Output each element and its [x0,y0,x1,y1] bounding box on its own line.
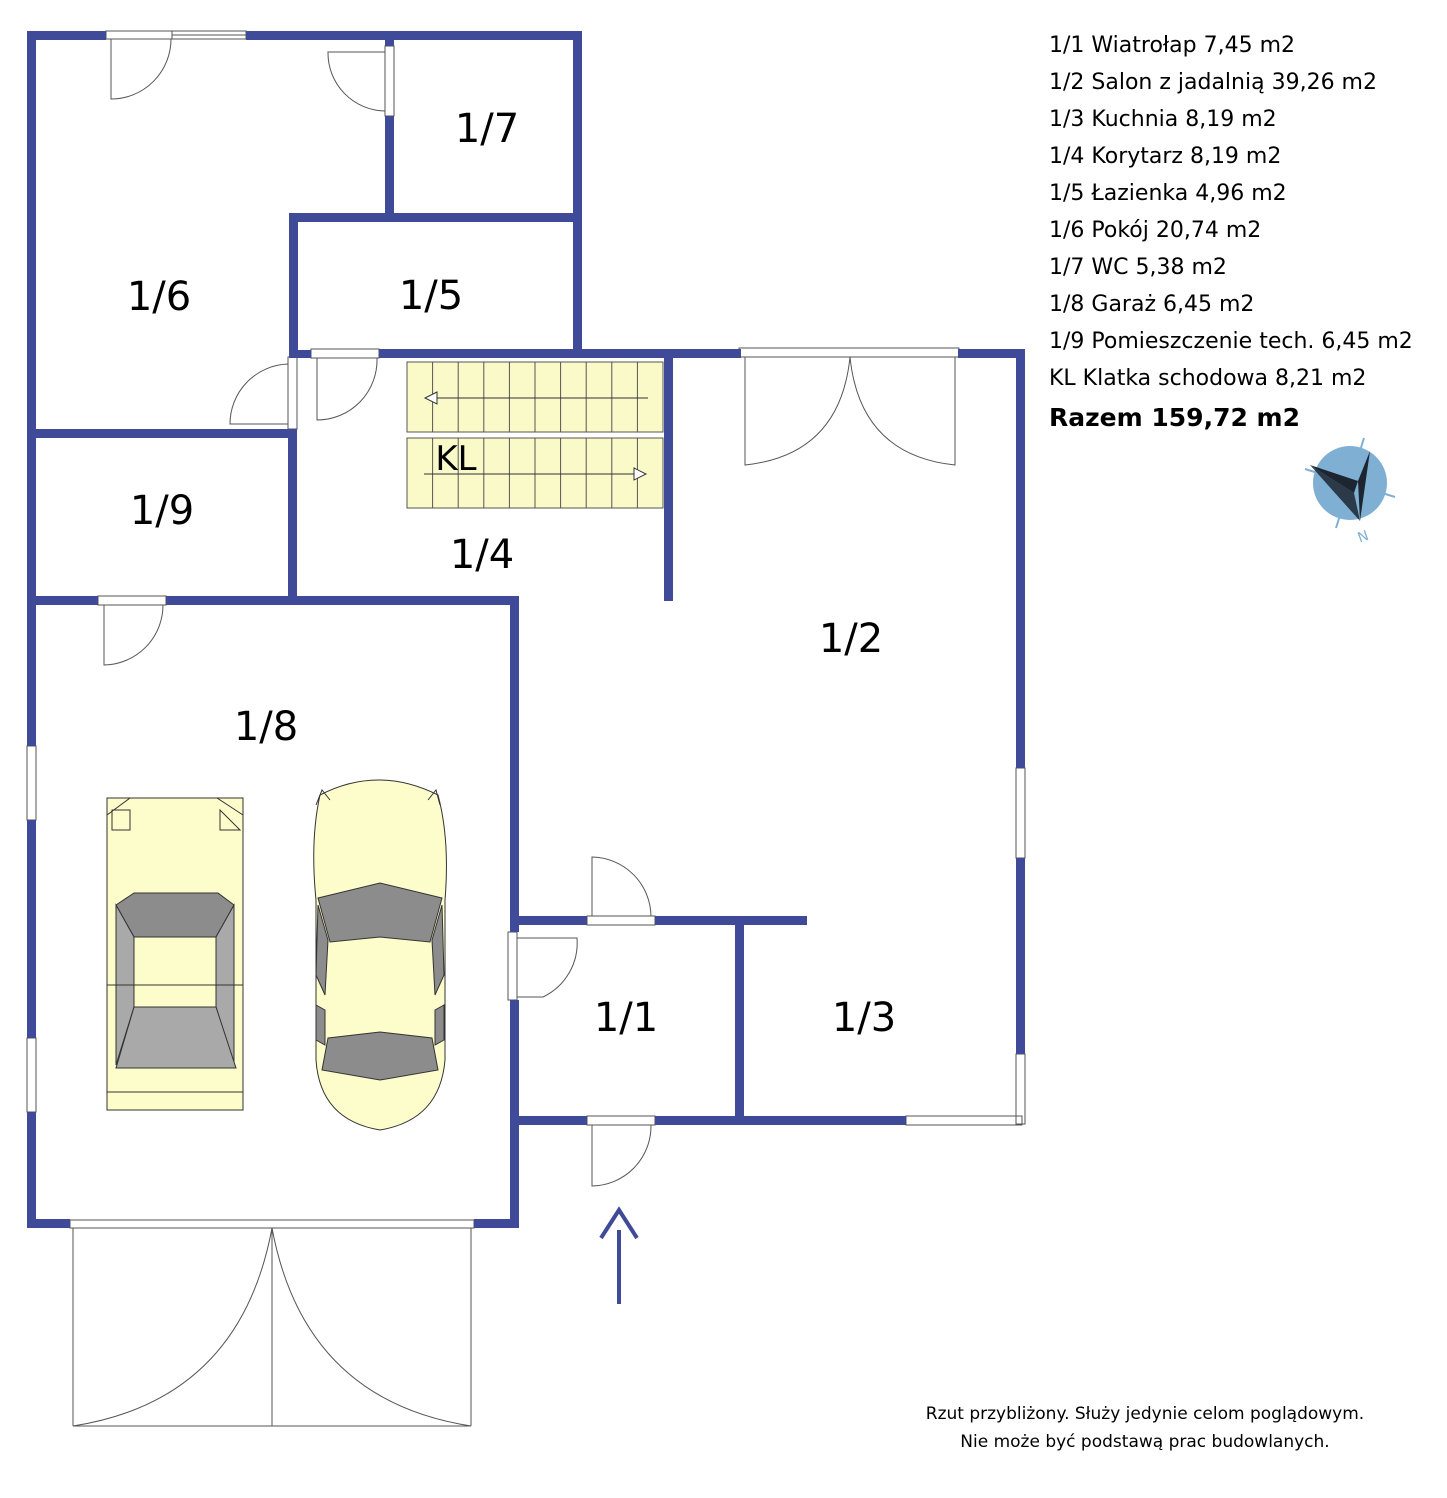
walls [27,31,1025,1228]
disclaimer-line-1: Rzut przybliżony. Służy jedynie celom po… [925,1404,1365,1424]
legend-total: Razem 159,72 m2 [1049,403,1301,432]
room-label-1-8: 1/8 [234,704,298,750]
legend-item: 1/7 WC 5,38 m2 [1049,255,1227,280]
disclaimer: Rzut przybliżony. Służy jedynie celom po… [860,1400,1430,1456]
room-label-1-6: 1/6 [127,274,191,320]
legend-item: 1/3 Kuchnia 8,19 m2 [1049,107,1277,132]
stair-arrow-lower [424,467,648,481]
legend-item: KL Klatka schodowa 8,21 m2 [1049,366,1367,391]
room-label-1-4: 1/4 [450,532,514,578]
room-label-1-7: 1/7 [455,106,519,152]
area-legend: 1/1 Wiatrołap 7,45 m2 1/2 Salon z jadaln… [1049,27,1413,436]
car-right [313,779,447,1131]
legend-item: 1/8 Garaż 6,45 m2 [1049,292,1255,317]
room-label-1-9: 1/9 [130,488,194,534]
entry-arrow-icon [599,1206,639,1304]
garage-double-door [69,1219,475,1427]
disclaimer-line-2: Nie może być podstawą prac budowlanych. [960,1432,1330,1452]
stair-arrow-upper [423,391,648,405]
legend-item: 1/9 Pomieszczenie tech. 6,45 m2 [1049,329,1413,354]
stairs-label: KL [435,439,476,479]
legend-item: 1/4 Korytarz 8,19 m2 [1049,144,1282,169]
legend-item: 1/1 Wiatrołap 7,45 m2 [1049,33,1296,58]
legend-item: 1/2 Salon z jadalnią 39,26 m2 [1049,70,1377,95]
compass-north-label: N [1356,528,1371,547]
room-label-1-3: 1/3 [832,995,896,1041]
room-label-1-1: 1/1 [594,995,658,1041]
room-label-1-2: 1/2 [819,616,883,662]
legend-item: 1/6 Pokój 20,74 m2 [1049,218,1262,243]
legend-item: 1/5 Łazienka 4,96 m2 [1049,181,1287,206]
car-left [106,797,244,1111]
compass-icon: N [1304,437,1396,547]
room-labels: 1/6 1/7 1/5 1/9 1/4 1/2 1/8 1/1 1/3 KL [127,106,896,1041]
staircase [406,361,664,509]
room-label-1-5: 1/5 [399,273,463,319]
